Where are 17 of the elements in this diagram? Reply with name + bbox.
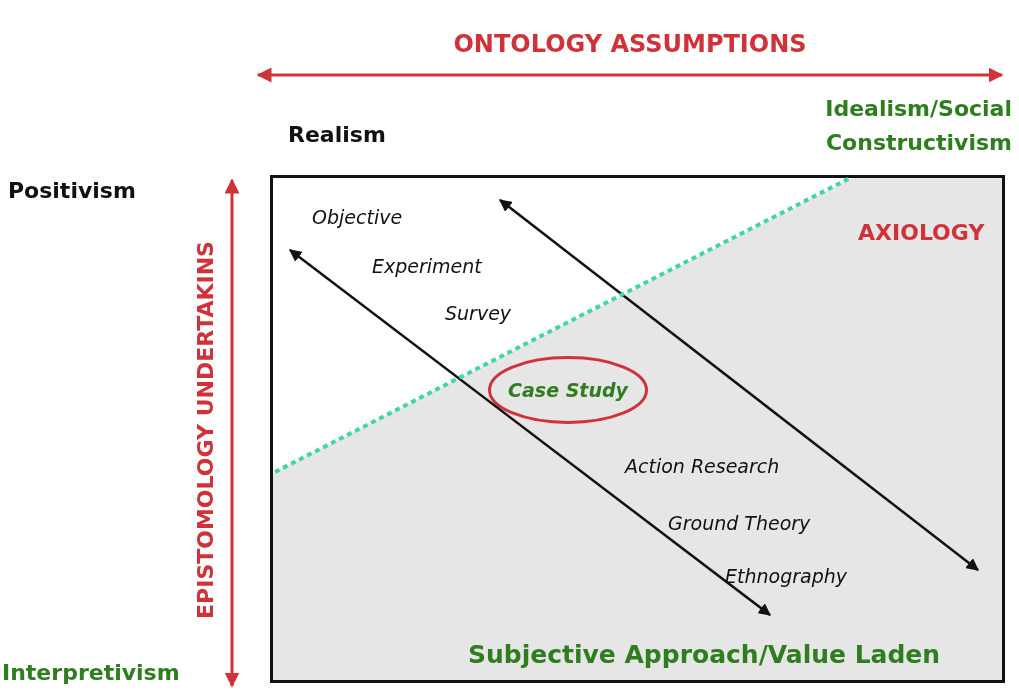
method-label: Survey [445, 302, 512, 324]
method-label: Action Research [625, 455, 780, 477]
axis-end-label: Realism [288, 122, 386, 147]
axis-title: EPISTOMOLOGY UNDERTAKINS [192, 241, 218, 619]
case-study-ellipse [488, 356, 648, 424]
method-label: Ground Theory [668, 512, 811, 534]
method-label: Ethnography [725, 565, 848, 587]
method-label: Experiment [372, 255, 482, 277]
axis-end-label: Subjective Approach/Value Laden [468, 640, 941, 669]
axis-end-label: Positivism [8, 178, 136, 203]
axis-title: ONTOLOGY ASSUMPTIONS [453, 30, 807, 58]
axis-end-label: Idealism/Social Constructivism [824, 95, 1012, 158]
axis-end-label: Interpretivism [2, 660, 180, 685]
axiology-box [270, 175, 1005, 683]
axiology-label: AXIOLOGY [858, 220, 985, 245]
method-label: Objective [312, 206, 403, 228]
method-label: Case Study [508, 379, 628, 401]
